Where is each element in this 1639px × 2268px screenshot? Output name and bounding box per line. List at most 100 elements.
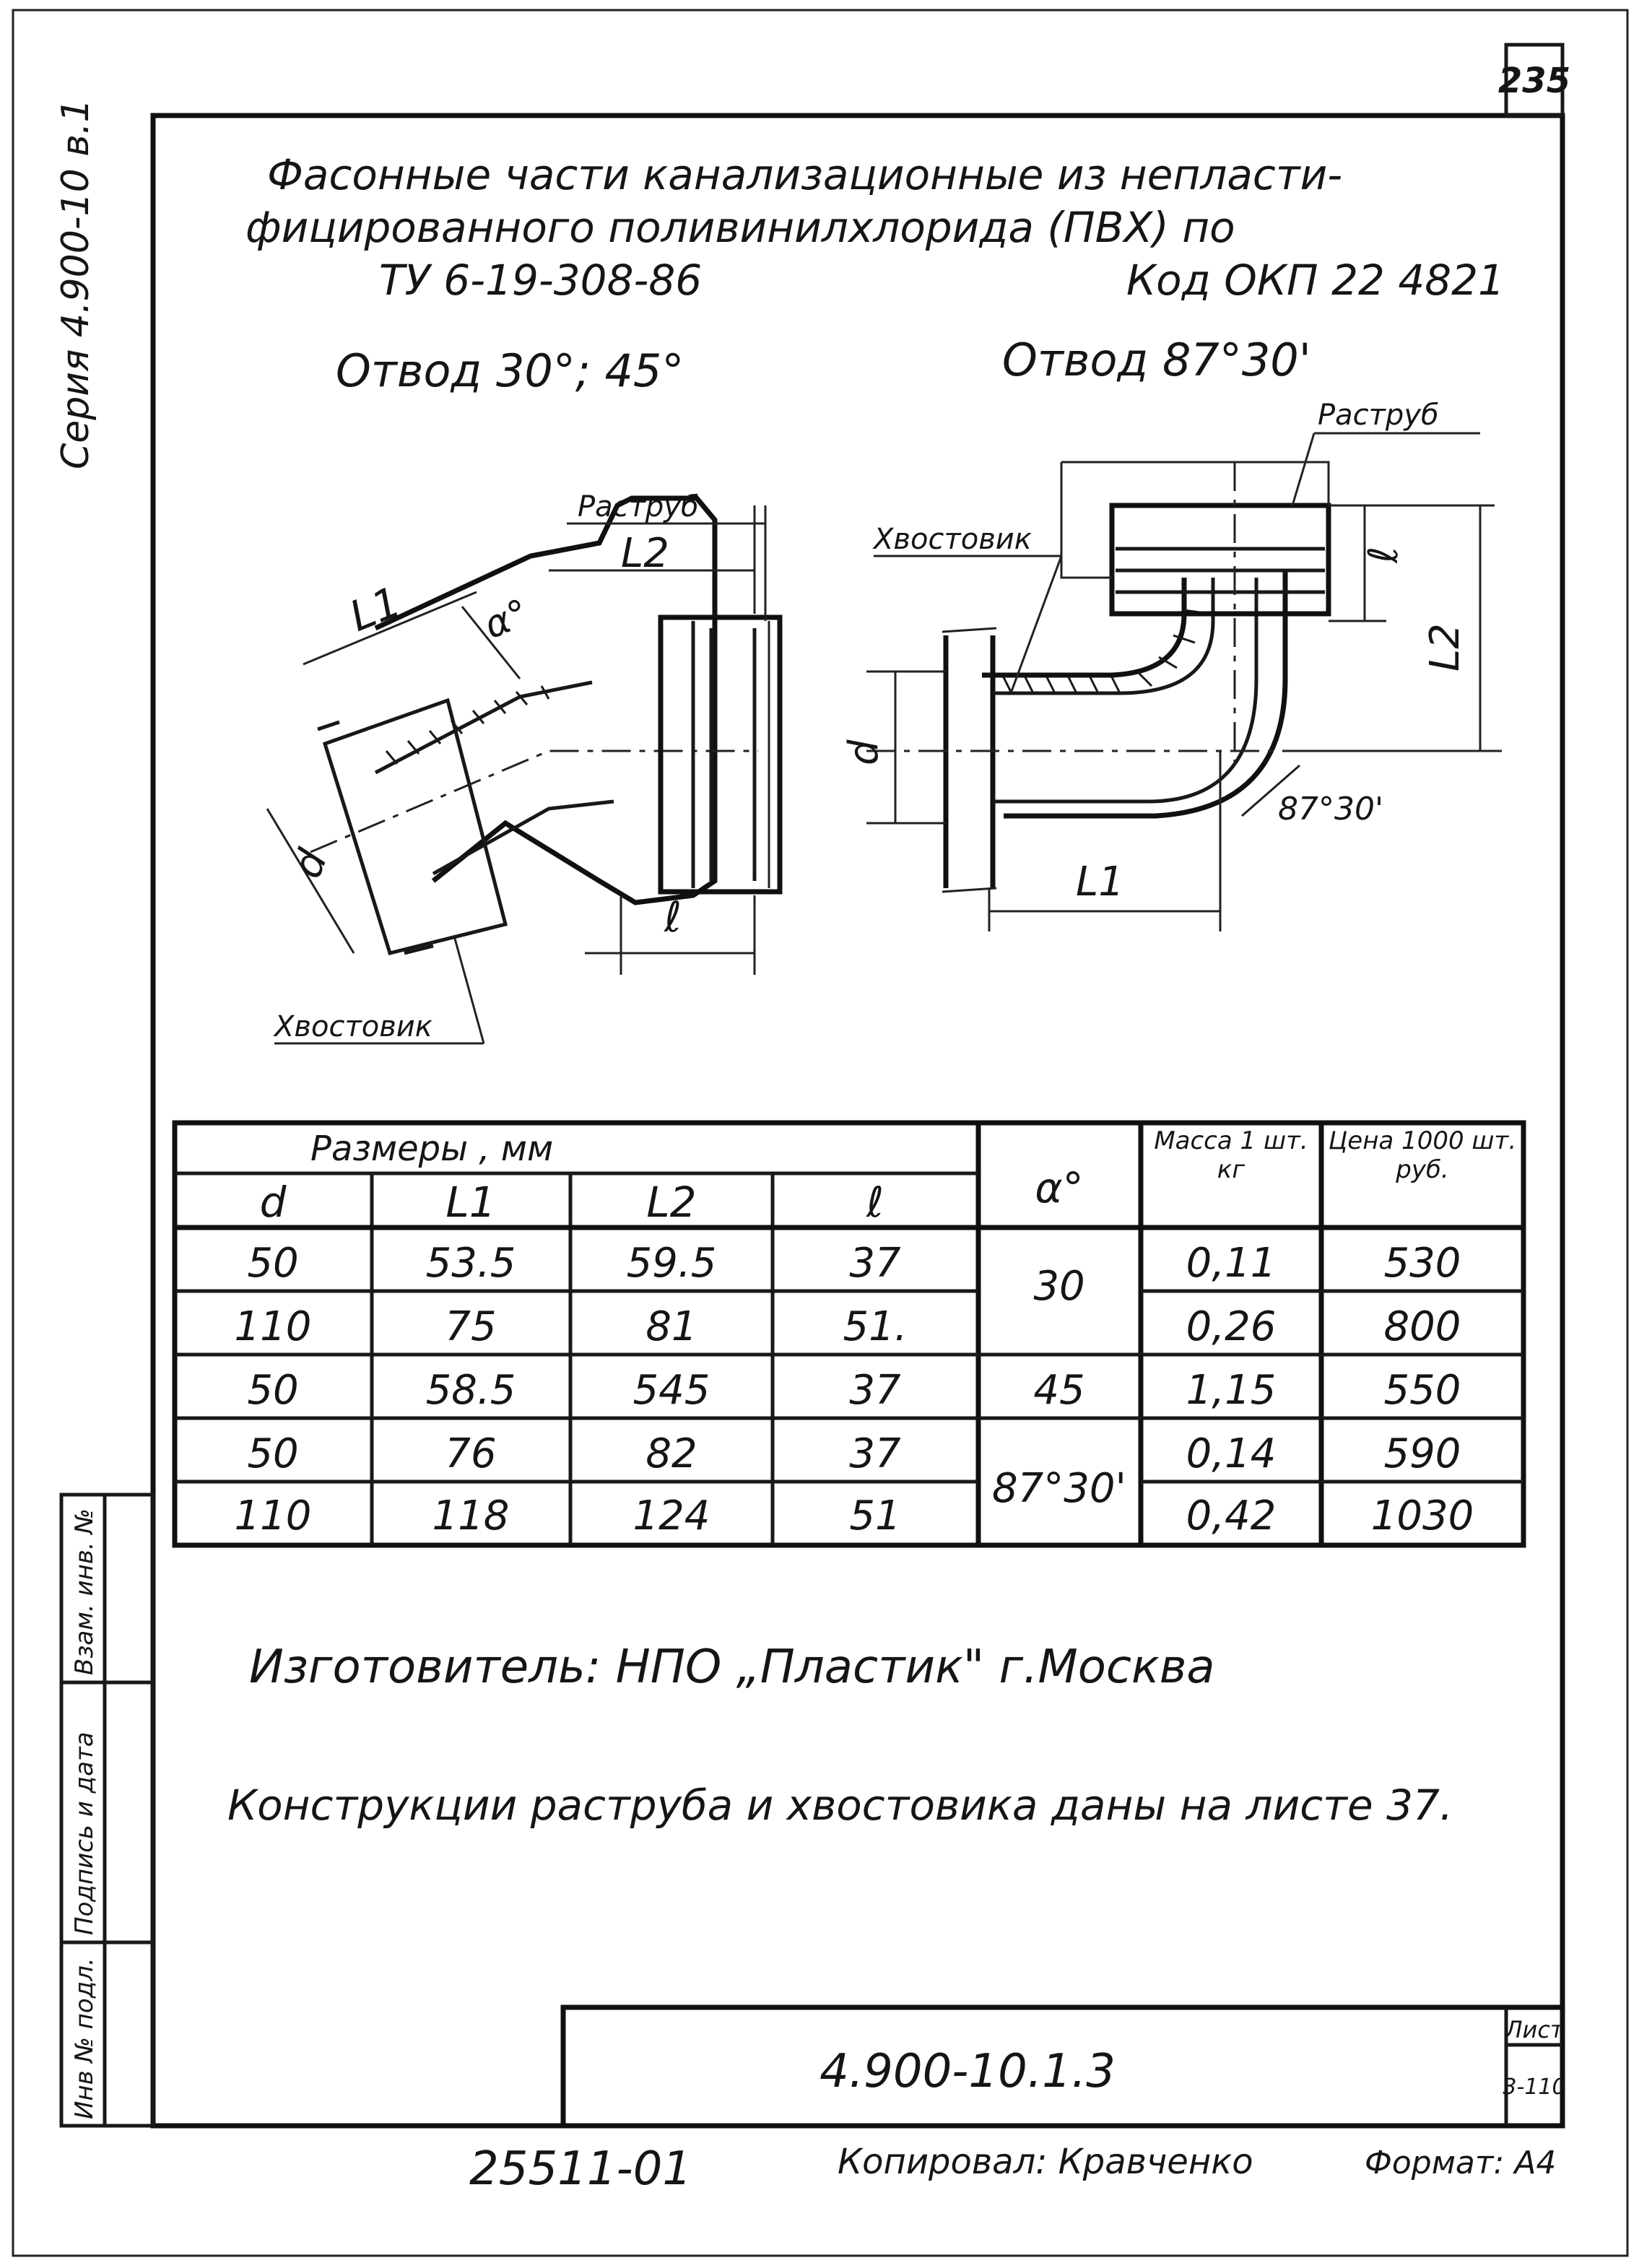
footer-format: Формат: А4 xyxy=(1365,2145,1556,2181)
table-cell: 37 xyxy=(849,1430,901,1477)
right-elbow-inner xyxy=(993,578,1258,804)
right-dim-d: d xyxy=(840,739,887,765)
right-dim-l: ℓ xyxy=(1360,547,1407,564)
table-cell: 1030 xyxy=(1371,1493,1474,1539)
table-cell: 550 xyxy=(1384,1367,1461,1414)
left-dim-alpha: α° xyxy=(478,591,534,648)
table-angle-45: 45 xyxy=(1033,1367,1084,1414)
table-cell: 110 xyxy=(235,1493,312,1539)
right-spigot-leader xyxy=(1009,555,1063,694)
right-fitting-drawing: Раструб Хвостовик ℓ L2 d L1 87°30' xyxy=(840,399,1502,931)
left-dim-L1-line xyxy=(303,591,477,666)
table-header-d: d xyxy=(260,1178,287,1227)
left-dim-l: ℓ xyxy=(664,892,682,942)
table-cell: 530 xyxy=(1384,1240,1461,1287)
sheet-label: Лист xyxy=(1504,2016,1564,2043)
table-cell: 59.5 xyxy=(627,1240,717,1287)
left-dim-alpha-arc xyxy=(461,606,521,679)
sheet-value: 3-110 xyxy=(1503,2074,1565,2100)
table-header-l: ℓ xyxy=(866,1178,884,1227)
table-cell: 1,15 xyxy=(1186,1367,1277,1414)
title-tu: ТУ 6-19-308-86 xyxy=(379,256,702,305)
right-dim-angle: 87°30' xyxy=(1278,791,1383,827)
table-border xyxy=(172,1120,1526,1548)
left-fitting-drawing: Раструб Хвостовик L1 α° L2 d ℓ xyxy=(266,490,783,1045)
right-spigot-label: Хвостовик xyxy=(872,523,1032,556)
table-cell: 58.5 xyxy=(426,1367,516,1414)
title-line-1: Фасонные части канализационные из неплас… xyxy=(267,150,1342,199)
left-fitting-outline xyxy=(374,495,718,905)
table-cell: 50 xyxy=(247,1430,298,1477)
table-cell: 51 xyxy=(849,1493,900,1539)
table-header-mass-wrap: Масса 1 шт. кг xyxy=(1154,1126,1308,1184)
title-block-border xyxy=(560,2004,1565,2129)
table-header-price-wrap: Цена 1000 шт. руб. xyxy=(1328,1126,1517,1184)
right-spigot-ends xyxy=(942,627,997,893)
table-cell: 118 xyxy=(432,1493,510,1539)
caption-left: Отвод 30°; 45° xyxy=(336,344,684,397)
table-cell: 0,42 xyxy=(1186,1493,1277,1539)
right-socket-collar xyxy=(1060,461,1330,579)
left-inner-wall-top xyxy=(374,680,593,775)
right-socket-leader xyxy=(1291,433,1316,506)
left-dim-d-line xyxy=(266,808,355,954)
right-angle-leader xyxy=(1241,764,1300,817)
table-cell: 82 xyxy=(645,1430,697,1477)
footer-copied: Копировал: Кравченко xyxy=(838,2142,1253,2182)
right-elbow-outer xyxy=(982,570,1288,819)
stamp-strip: Инв № подл. Подпись и дата Взам. инв. № xyxy=(59,1493,155,2128)
right-socket-label: Раструб xyxy=(1318,399,1439,432)
table-cell: 0,26 xyxy=(1186,1303,1277,1350)
table-cell: 37 xyxy=(849,1367,901,1414)
title-block: 4.900-10.1.3 Лист 3-110 xyxy=(560,2004,1566,2129)
table-header-alpha: α° xyxy=(1035,1163,1083,1212)
table-angle-30: 30 xyxy=(1033,1263,1084,1310)
table-cell: 50 xyxy=(247,1240,298,1287)
table-cell: 590 xyxy=(1384,1430,1461,1477)
left-spigot-ends xyxy=(317,720,434,955)
left-socket-label: Раструб xyxy=(578,490,699,523)
construction-note: Конструкции раструба и хвостовика даны н… xyxy=(227,1781,1453,1830)
table-header-mass: Масса 1 шт. кг xyxy=(1154,1126,1308,1184)
document-code: 4.900-10.1.3 xyxy=(820,2045,1116,2098)
right-dim-L1: L1 xyxy=(1076,859,1124,905)
manufacturer-note: Изготовитель: НПО „Пластик" г.Москва xyxy=(249,1641,1215,1694)
table-cell: 545 xyxy=(633,1367,710,1414)
table-cell: 37 xyxy=(849,1240,901,1287)
series-label: Серия 4.900-10 в.1 xyxy=(54,99,97,470)
table-cell: 81 xyxy=(645,1303,697,1350)
table-header-price: Цена 1000 шт. руб. xyxy=(1328,1126,1517,1184)
table-cell: 53.5 xyxy=(426,1240,516,1287)
stamp-signature-date: Подпись и дата xyxy=(70,1732,99,1935)
table-cell: 50 xyxy=(247,1367,298,1414)
table-header-L1: L1 xyxy=(445,1178,495,1227)
left-spigot-label: Хвостовик xyxy=(273,1010,432,1043)
left-spigot-body xyxy=(322,698,508,955)
table-cell: 75 xyxy=(445,1303,496,1350)
left-dim-L2: L2 xyxy=(621,530,669,577)
stamp-vzam-inv: Взам. инв. № xyxy=(70,1508,99,1675)
table-cell: 110 xyxy=(235,1303,312,1350)
right-socket-body xyxy=(1109,503,1331,617)
stamp-inv-podl: Инв № подл. xyxy=(70,1958,99,2119)
left-inner-wall-bottom xyxy=(432,799,614,876)
sheet-edge xyxy=(12,9,1629,2257)
table-cell: 76 xyxy=(445,1430,496,1477)
sheet-number: 235 xyxy=(1498,61,1570,101)
caption-right: Отвод 87°30' xyxy=(1002,334,1311,386)
right-wall-hatch xyxy=(1002,609,1210,692)
dimensions-table: Размеры , мм d L1 L2 ℓ α° Масса 1 шт. кг… xyxy=(172,1120,1526,1548)
table-cell: 0,14 xyxy=(1186,1430,1277,1477)
table-header-L2: L2 xyxy=(646,1178,696,1227)
left-socket-body xyxy=(658,614,783,895)
title-okp: Код ОКП 22 4821 xyxy=(1126,256,1505,305)
title-line-2: фицированного поливинилхлорида (ПВХ) по xyxy=(245,203,1235,252)
sheet-number-box xyxy=(1504,43,1565,118)
table-angle-87-30: 87°30' xyxy=(992,1465,1126,1512)
footer-number: 25511-01 xyxy=(469,2142,692,2196)
left-dim-d: d xyxy=(284,843,337,885)
table-cell: 51. xyxy=(843,1303,907,1350)
left-wall-hatch xyxy=(385,685,550,765)
table-cell: 800 xyxy=(1384,1303,1461,1350)
